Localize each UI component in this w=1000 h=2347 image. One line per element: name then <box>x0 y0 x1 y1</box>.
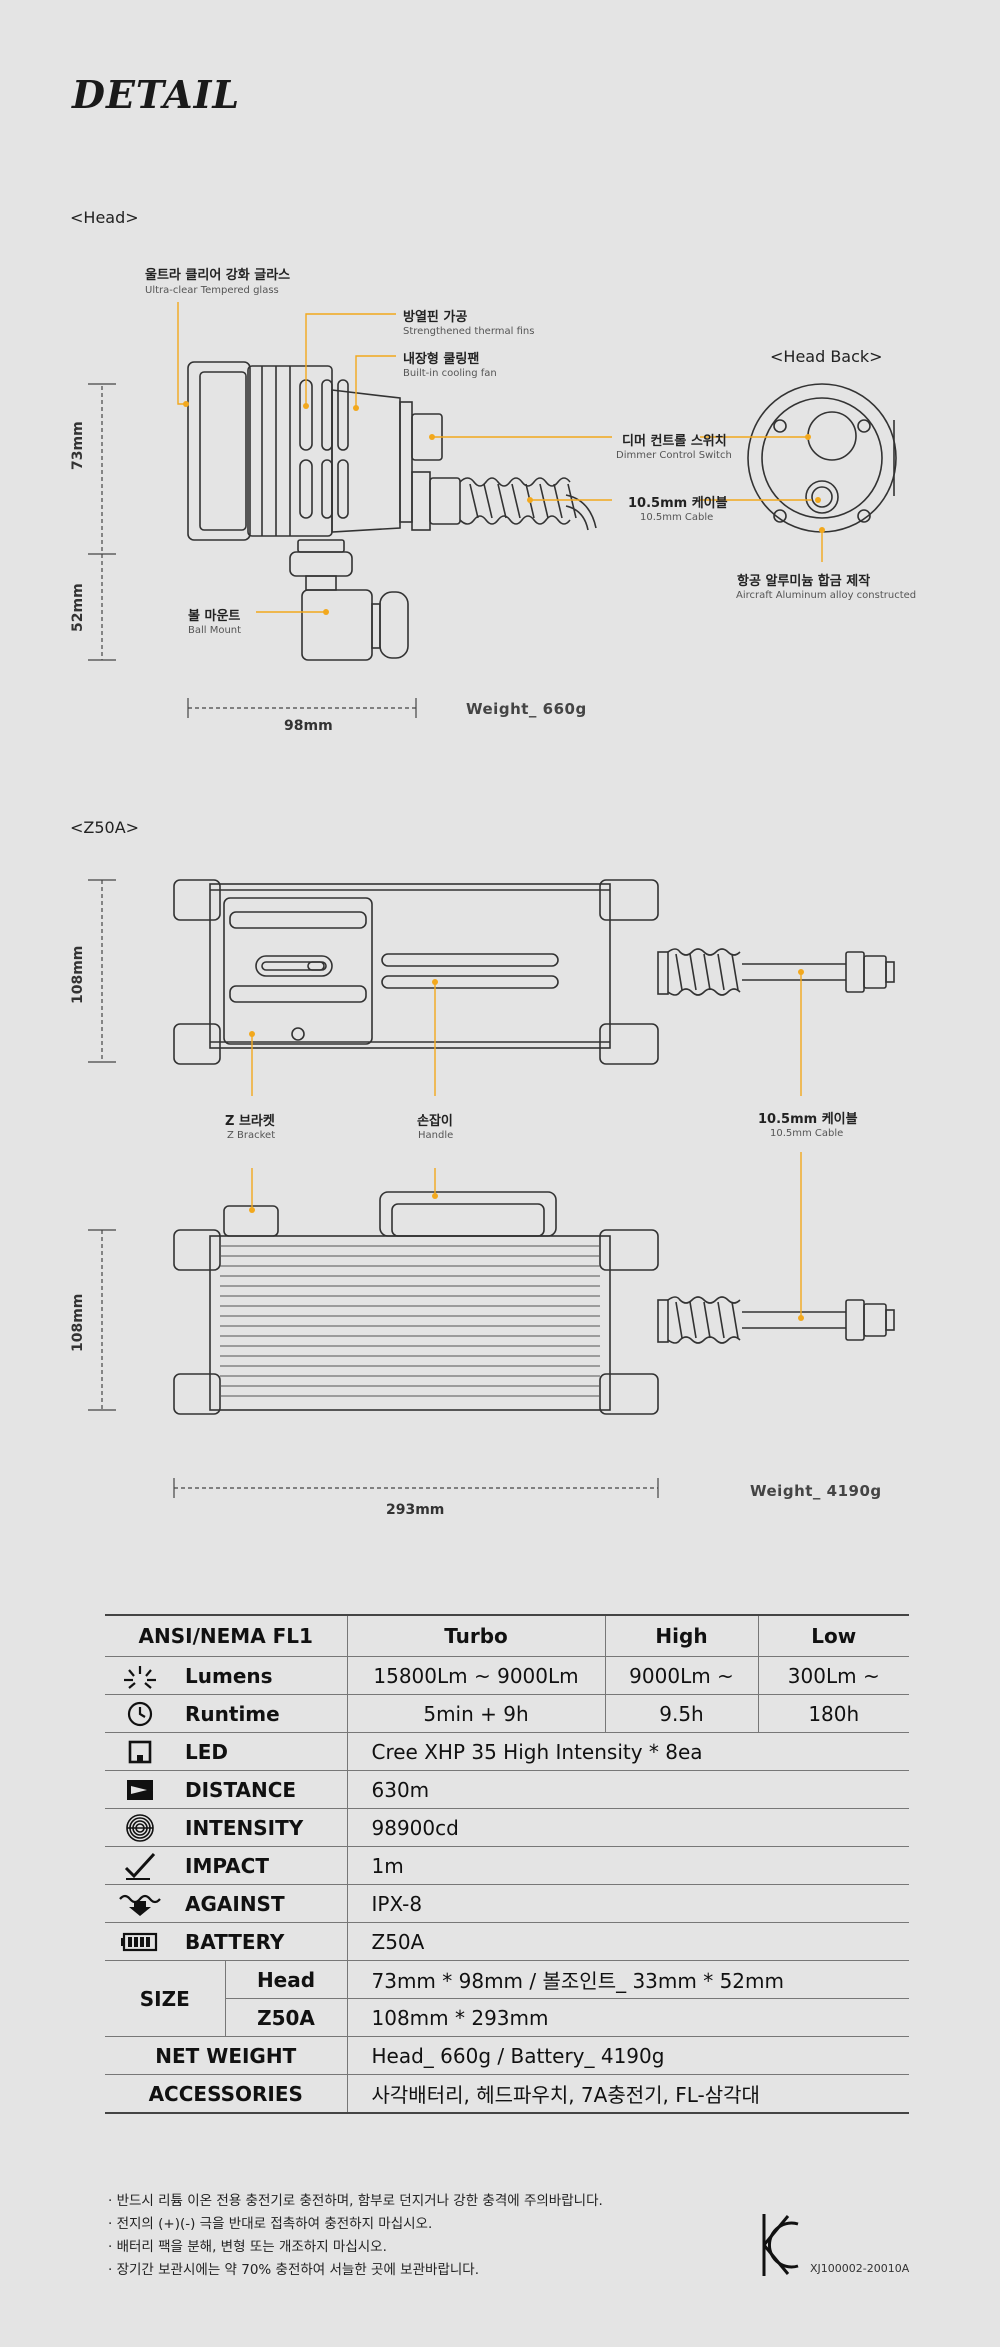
impact-value: 1m <box>347 1846 909 1885</box>
impact-icon <box>105 1852 175 1880</box>
head-drawing <box>88 302 897 718</box>
callout-dimmer-kr: 디머 컨트롤 스위치 <box>622 434 727 449</box>
callout-fan-en: Built-in cooling fan <box>403 368 497 379</box>
against-label: AGAINST <box>185 1891 285 1916</box>
caution-notes: · 반드시 리튬 이온 전용 충전기로 충전하며, 함부로 던지거나 강한 충격… <box>108 2190 603 2282</box>
callout-cable-kr: 10.5mm 케이블 <box>628 496 728 511</box>
spec-row-battery: BATTERY Z50A <box>105 1922 909 1961</box>
net-weight-label: NET WEIGHT <box>105 2036 348 2075</box>
callout-fan-kr: 내장형 쿨링팬 <box>403 352 480 367</box>
runtime-low: 180h <box>758 1694 909 1733</box>
callout-battery-cable-en: 10.5mm Cable <box>770 1128 844 1139</box>
callout-cable-en: 10.5mm Cable <box>640 512 714 523</box>
spec-row-intensity: INTENSITY 98900cd <box>105 1808 909 1847</box>
callout-handle-en: Handle <box>418 1130 454 1141</box>
runtime-label: Runtime <box>185 1701 280 1726</box>
spec-header-turbo: Turbo <box>347 1614 606 1657</box>
callout-mount-kr: 볼 마운트 <box>188 609 241 624</box>
size-z50a-value: 108mm * 293mm <box>347 1998 909 2037</box>
callout-glass-kr: 울트라 클리어 강화 글라스 <box>145 268 291 283</box>
callout-fins-en: Strengthened thermal fins <box>403 326 535 337</box>
note-item: · 반드시 리튬 이온 전용 충전기로 충전하며, 함부로 던지거나 강한 충격… <box>108 2193 603 2209</box>
led-value: Cree XHP 35 High Intensity * 8ea <box>347 1732 909 1771</box>
spec-header-label: ANSI/NEMA FL1 <box>105 1614 348 1657</box>
battery-section-label: <Z50A> <box>70 818 140 837</box>
callout-fins-kr: 방열핀 가공 <box>403 310 468 325</box>
page-title: DETAIL <box>72 72 241 117</box>
runtime-high: 9.5h <box>605 1694 759 1733</box>
callout-alloy-kr: 항공 알루미늄 합금 제작 <box>737 574 871 589</box>
lumens-label: Lumens <box>185 1663 273 1688</box>
spec-row-against: AGAINST IPX-8 <box>105 1884 909 1923</box>
net-weight-value: Head_ 660g / Battery_ 4190g <box>347 2036 909 2075</box>
spec-row-impact: IMPACT 1m <box>105 1846 909 1885</box>
clock-icon <box>105 1701 175 1727</box>
spec-table: ANSI/NEMA FL1 Turbo High Low Lumens 1580… <box>105 1614 909 2114</box>
spec-header-low: Low <box>758 1614 909 1657</box>
battery-label: BATTERY <box>185 1929 285 1954</box>
battery-weight: Weight_ 4190g <box>750 1482 882 1500</box>
spec-row-led: LED Cree XHP 35 High Intensity * 8ea <box>105 1732 909 1771</box>
led-icon <box>105 1739 175 1765</box>
size-z50a-label: Z50A <box>225 1998 348 2037</box>
waterproof-icon <box>105 1891 175 1917</box>
kc-mark-icon <box>762 2214 799 2276</box>
callout-bracket-en: Z Bracket <box>227 1130 276 1141</box>
burst-icon <box>105 1664 175 1689</box>
dim-battery-width: 293mm <box>386 1502 445 1518</box>
impact-label: IMPACT <box>185 1853 269 1878</box>
lumens-high: 9000Lm ~ <box>605 1656 759 1695</box>
battery-drawing <box>88 879 895 1498</box>
dim-battery-height-top: 108mm <box>70 945 86 1004</box>
spec-row-size-z50a: Z50A 108mm * 293mm <box>105 1998 909 2037</box>
distance-label: DISTANCE <box>185 1777 297 1802</box>
head-section-label: <Head> <box>70 208 139 227</box>
lumens-low: 300Lm ~ <box>758 1656 909 1695</box>
spec-row-lumens: Lumens 15800Lm ~ 9000Lm 9000Lm ~ 300Lm ~ <box>105 1656 909 1695</box>
spec-header-high: High <box>605 1614 759 1657</box>
led-label: LED <box>185 1739 229 1764</box>
size-head-value: 73mm * 98mm / 볼조인트_ 33mm * 52mm <box>347 1960 909 1999</box>
intensity-label: INTENSITY <box>185 1815 304 1840</box>
spec-row-runtime: Runtime 5min + 9h 9.5h 180h <box>105 1694 909 1733</box>
runtime-turbo: 5min + 9h <box>347 1694 606 1733</box>
callout-bracket-kr: Z 브라켓 <box>225 1114 275 1129</box>
certification-code: XJ100002-20010A <box>810 2262 910 2275</box>
size-label: SIZE <box>105 1960 226 2037</box>
spec-row-distance: DISTANCE 630m <box>105 1770 909 1809</box>
dim-head-width: 98mm <box>284 718 333 734</box>
note-item: · 장기간 보관시에는 약 70% 충전하여 서늘한 곳에 보관바랍니다. <box>108 2262 479 2278</box>
callout-dimmer-en: Dimmer Control Switch <box>616 450 732 461</box>
spec-row-accessories: ACCESSORIES 사각배터리, 헤드파우치, 7A충전기, FL-삼각대 <box>105 2074 909 2114</box>
head-weight: Weight_ 660g <box>466 700 587 718</box>
battery-icon <box>105 1932 175 1952</box>
head-back-label: <Head Back> <box>770 347 883 366</box>
spec-row-size-head: SIZE Head 73mm * 98mm / 볼조인트_ 33mm * 52m… <box>105 1960 909 2037</box>
intensity-value: 98900cd <box>347 1808 909 1847</box>
distance-value: 630m <box>347 1770 909 1809</box>
lumens-turbo: 15800Lm ~ 9000Lm <box>347 1656 606 1695</box>
callout-mount-en: Ball Mount <box>188 625 242 636</box>
battery-value: Z50A <box>347 1922 909 1961</box>
beam-icon <box>105 1778 175 1802</box>
callout-handle-kr: 손잡이 <box>417 1114 453 1129</box>
callout-alloy-en: Aircraft Aluminum alloy constructed <box>736 590 917 601</box>
accessories-label: ACCESSORIES <box>105 2074 348 2114</box>
against-value: IPX-8 <box>347 1884 909 1923</box>
spec-header-row: ANSI/NEMA FL1 Turbo High Low <box>105 1614 909 1657</box>
accessories-value: 사각배터리, 헤드파우치, 7A충전기, FL-삼각대 <box>347 2074 909 2114</box>
target-icon <box>105 1813 175 1843</box>
spec-row-net-weight: NET WEIGHT Head_ 660g / Battery_ 4190g <box>105 2036 909 2075</box>
size-head-label: Head <box>225 1960 348 1999</box>
note-item: · 배터리 팩을 분해, 변형 또는 개조하지 마십시오. <box>108 2239 387 2255</box>
note-item: · 전지의 (+)(-) 극을 반대로 접촉하여 충전하지 마십시오. <box>108 2216 433 2232</box>
callout-glass-en: Ultra-clear Tempered glass <box>145 285 279 296</box>
dim-battery-height-side: 108mm <box>70 1293 86 1352</box>
callout-battery-cable-kr: 10.5mm 케이블 <box>758 1112 858 1127</box>
